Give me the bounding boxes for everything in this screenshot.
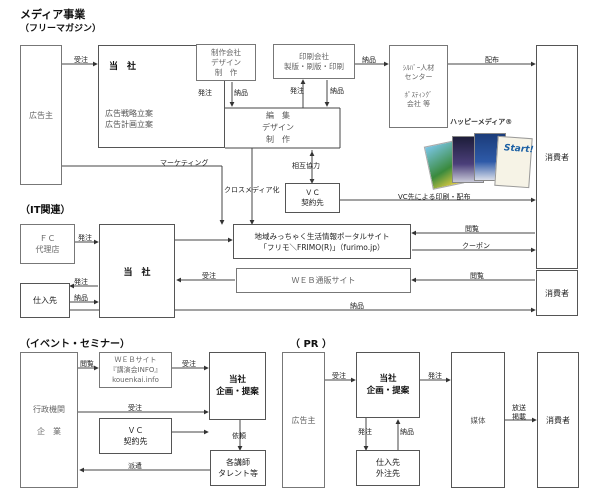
it-section-title: （IT関連） <box>20 205 71 216</box>
it-fc-box: ＦＣ 代理店 <box>20 224 75 264</box>
pr-section-title: （ PR ） <box>290 339 332 350</box>
happy-media-label: ハッピーメディア® <box>450 118 513 126</box>
event-web-box: ＷＥＢサイト 『講演会INFO』 kouenkai.info <box>99 352 172 388</box>
pr-media-box: 媒体 <box>451 352 505 488</box>
media-edge-production-deliver: 納品 <box>234 89 248 97</box>
magazine-cover-4: Start! <box>494 135 534 189</box>
event-gov-box: 行政機関 企 業 <box>20 352 78 488</box>
pr-advertiser-box: 広告主 <box>282 352 325 488</box>
it-edge-consumer-deliver: 納品 <box>350 302 364 310</box>
media-section-title: メディア事業 <box>20 8 86 21</box>
media-consumer-box: 消費者 <box>536 45 578 269</box>
media-edge-production-place: 発注 <box>198 89 212 97</box>
pr-edge-deliver: 納品 <box>400 428 414 436</box>
media-edge-vc-print: VC先による印刷・配布 <box>398 193 471 201</box>
media-silver-center-box: ｼﾙﾊﾞｰ人材 センター ﾎﾟｽﾃｨﾝｸﾞ 会社 等 <box>389 45 448 128</box>
portal-site-name: 「フリモ＼FRIMO(R)」（furimo.jp） <box>259 242 385 252</box>
event-company-box: 当社 企画・提案 <box>209 352 266 420</box>
pr-edge-broadcast: 放送 掲載 <box>512 404 526 421</box>
media-edge-mutual: 相互協力 <box>292 162 320 170</box>
media-edge-print-deliver: 納品 <box>330 87 344 95</box>
pr-edge-place: 発注 <box>358 428 372 436</box>
media-edge-crossmedia: クロスメディア化 <box>224 186 280 194</box>
portal-site-title: 地域みっちゃく生活情報ポータルサイト <box>254 231 390 241</box>
it-edge-order-place: 発注 <box>78 234 92 242</box>
portal-edge-view: 閲覧 <box>465 225 479 233</box>
media-edge-marketing: マーケティング <box>160 159 209 167</box>
media-edge-order: 受注 <box>74 56 88 64</box>
media-edit-label: 編 集 デザイン 制 作 <box>262 111 294 144</box>
media-company-label: 当 社 <box>109 62 137 72</box>
media-edge-distribute: 配布 <box>485 56 499 64</box>
pr-edge-order: 受注 <box>332 372 346 380</box>
it-edge-view: 閲覧 <box>470 272 484 280</box>
it-web-shop-box: ＷＥＢ通販サイト <box>236 268 411 293</box>
it-company-box: 当 社 <box>99 224 175 318</box>
it-edge-supplier-deliver: 納品 <box>74 294 88 302</box>
event-edge-dispatch: 派遣 <box>128 462 142 470</box>
event-vc-box: ＶＣ 契約先 <box>99 418 172 454</box>
event-edge-order2: 受注 <box>128 404 142 412</box>
it-consumer-box: 消費者 <box>536 270 578 316</box>
media-advertiser-box: 広告主 <box>20 45 62 185</box>
media-edge-print-place: 発注 <box>290 87 304 95</box>
event-edge-request: 依頼 <box>232 432 246 440</box>
it-edge-order: 受注 <box>202 272 216 280</box>
pr-supplier-box: 仕入先 外注先 <box>356 450 420 486</box>
event-speaker-box: 各講師 タレント等 <box>210 450 266 486</box>
event-edge-view: 閲覧 <box>80 360 94 368</box>
portal-site-box: 地域みっちゃく生活情報ポータルサイト 「フリモ＼FRIMO(R)」（furimo… <box>233 224 411 259</box>
media-section-subtitle: （フリーマガジン） <box>20 24 102 34</box>
media-production-company-box: 制作会社 デザイン 制 作 <box>196 44 256 81</box>
media-print-company-box: 印刷会社 製版・刷版・印刷 <box>273 44 355 79</box>
media-vc-box: ＶＣ 契約先 <box>285 183 340 213</box>
it-supplier-box: 仕入先 <box>20 283 70 318</box>
media-edge-silver-deliver: 納品 <box>362 56 376 64</box>
magazine-cover-title: Start! <box>503 143 534 156</box>
pr-edge-order-place: 発注 <box>428 372 442 380</box>
it-edge-supplier-place: 発注 <box>74 278 88 286</box>
pr-consumer-box: 消費者 <box>537 352 579 488</box>
event-edge-order: 受注 <box>182 360 196 368</box>
media-strategy-label: 広告戦略立案 広告計画立案 <box>105 109 153 129</box>
pr-company-box: 当社 企画・提案 <box>356 352 420 418</box>
portal-edge-coupon: クーポン <box>462 242 490 250</box>
event-section-title: （イベント・セミナー） <box>20 339 130 350</box>
